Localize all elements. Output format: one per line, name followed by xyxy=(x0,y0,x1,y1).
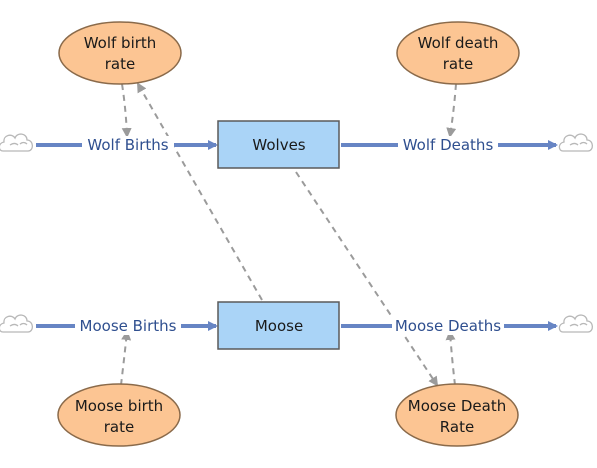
flow-labels: Wolf Births Wolf Deaths Moose Births Moo… xyxy=(75,136,504,335)
variable-label-line-2: rate xyxy=(443,55,473,73)
stock-label-moose: Moose xyxy=(255,317,303,335)
stock-wolves[interactable]: Wolves xyxy=(217,120,340,169)
link-moose-to-wolf-birth-rate xyxy=(137,82,263,301)
stock-label-wolves: Wolves xyxy=(252,136,305,154)
link-wolf-birth-rate-to-wolf-births xyxy=(121,83,132,138)
info-links xyxy=(120,82,457,387)
cloud-icon xyxy=(0,314,34,333)
variable-label-line-1: Wolf birth xyxy=(84,34,157,52)
variable-label-line-1: Wolf death xyxy=(418,34,499,52)
flow-label-wolf-births[interactable]: Wolf Births xyxy=(87,136,168,154)
variable-moose-birth-rate[interactable]: Moose birth rate xyxy=(57,383,181,447)
cloud-icon xyxy=(558,133,594,152)
cloud-icon xyxy=(558,314,594,333)
link-wolf-death-rate-to-wolf-deaths xyxy=(446,83,457,138)
link-wolves-to-moose-death-rate xyxy=(295,171,439,387)
variable-moose-death-rate[interactable]: Moose Death Rate xyxy=(395,383,519,447)
variable-wolf-death-rate[interactable]: Wolf death rate xyxy=(396,21,520,85)
variable-label-line-2: rate xyxy=(104,418,134,436)
variable-label-line-1: Moose birth xyxy=(75,397,163,415)
variable-label-line-2: Rate xyxy=(440,418,474,436)
link-moose-birth-rate-to-moose-births xyxy=(120,330,132,386)
flow-label-wolf-deaths[interactable]: Wolf Deaths xyxy=(403,136,494,154)
variable-label-line-1: Moose Death xyxy=(408,397,506,415)
cloud-icon xyxy=(0,133,34,152)
flow-label-moose-births[interactable]: Moose Births xyxy=(80,317,177,335)
flow-label-moose-deaths[interactable]: Moose Deaths xyxy=(395,317,501,335)
clouds xyxy=(0,133,594,333)
link-moose-death-rate-to-moose-deaths xyxy=(445,330,456,386)
variable-label-line-2: rate xyxy=(105,55,135,73)
variable-wolf-birth-rate[interactable]: Wolf birth rate xyxy=(58,21,182,85)
stock-moose[interactable]: Moose xyxy=(217,301,340,350)
